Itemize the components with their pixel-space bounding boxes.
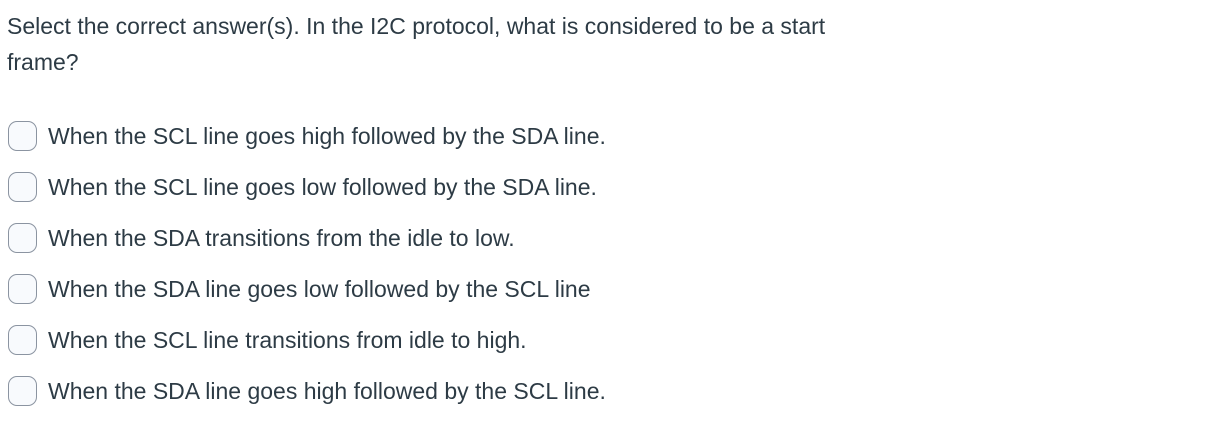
quiz-question-panel: Select the correct answer(s). In the I2C… <box>7 8 1222 406</box>
answer-options-list: When the SCL line goes high followed by … <box>7 121 1222 406</box>
answer-checkbox-3[interactable] <box>8 223 37 253</box>
answer-label-4[interactable]: When the SDA line goes low followed by t… <box>48 276 591 302</box>
answer-checkbox-4[interactable] <box>8 274 37 304</box>
answer-checkbox-2[interactable] <box>8 172 37 202</box>
question-text-line-1: Select the correct answer(s). In the I2C… <box>7 13 826 39</box>
answer-checkbox-1[interactable] <box>8 121 37 151</box>
answer-label-5[interactable]: When the SCL line transitions from idle … <box>48 327 527 353</box>
answer-option-4[interactable]: When the SDA line goes low followed by t… <box>7 274 1222 304</box>
answer-label-6[interactable]: When the SDA line goes high followed by … <box>48 378 606 404</box>
answer-label-2[interactable]: When the SCL line goes low followed by t… <box>48 174 597 200</box>
answer-label-1[interactable]: When the SCL line goes high followed by … <box>48 123 606 149</box>
answer-checkbox-5[interactable] <box>8 325 37 355</box>
question-text-line-2: frame? <box>7 49 79 75</box>
answer-option-3[interactable]: When the SDA transitions from the idle t… <box>7 223 1222 253</box>
question-text: Select the correct answer(s). In the I2C… <box>7 8 1222 80</box>
answer-option-1[interactable]: When the SCL line goes high followed by … <box>7 121 1222 151</box>
answer-option-2[interactable]: When the SCL line goes low followed by t… <box>7 172 1222 202</box>
answer-label-3[interactable]: When the SDA transitions from the idle t… <box>48 225 515 251</box>
answer-checkbox-6[interactable] <box>8 376 37 406</box>
answer-option-5[interactable]: When the SCL line transitions from idle … <box>7 325 1222 355</box>
answer-option-6[interactable]: When the SDA line goes high followed by … <box>7 376 1222 406</box>
